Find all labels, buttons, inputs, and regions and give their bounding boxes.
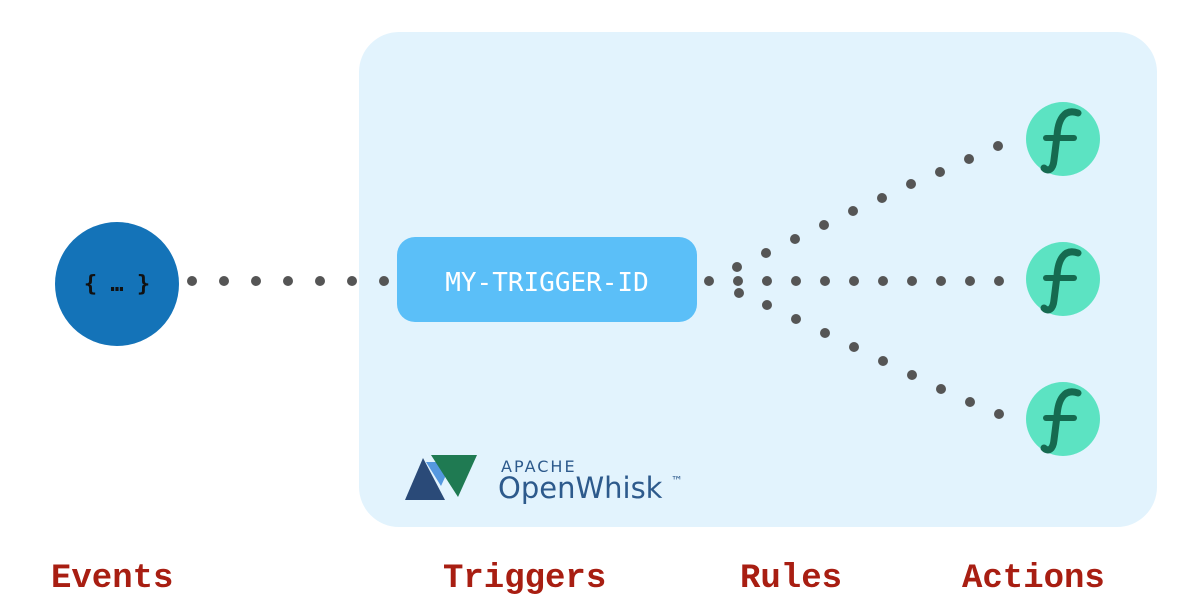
trigger-node [397,237,697,322]
action-node-middle [1026,242,1100,316]
logo-trademark: ™ [671,474,683,488]
logo-mark-green [431,455,477,497]
trigger-node-label: MY-TRIGGER-ID [445,268,649,298]
rule-connector-bottom [734,288,1004,419]
logo-apache-text: APACHE [501,457,577,476]
event-to-trigger-connector [187,276,389,286]
rule-connector-middle [704,276,1004,286]
label-triggers: Triggers [443,560,606,598]
openwhisk-logo: APACHE OpenWhisk ™ [405,455,683,505]
label-rules: Rules [740,560,842,598]
event-node-label: { … } [84,272,150,297]
openwhisk-platform-panel [359,32,1157,527]
logo-mark-dark [405,458,445,500]
rule-connector-top [732,141,1003,272]
logo-openwhisk-text: OpenWhisk [498,471,663,505]
event-node [55,222,179,346]
action-node-bottom [1026,382,1100,456]
label-actions: Actions [962,560,1105,598]
action-node-top [1026,102,1100,176]
label-events: Events [51,560,173,598]
